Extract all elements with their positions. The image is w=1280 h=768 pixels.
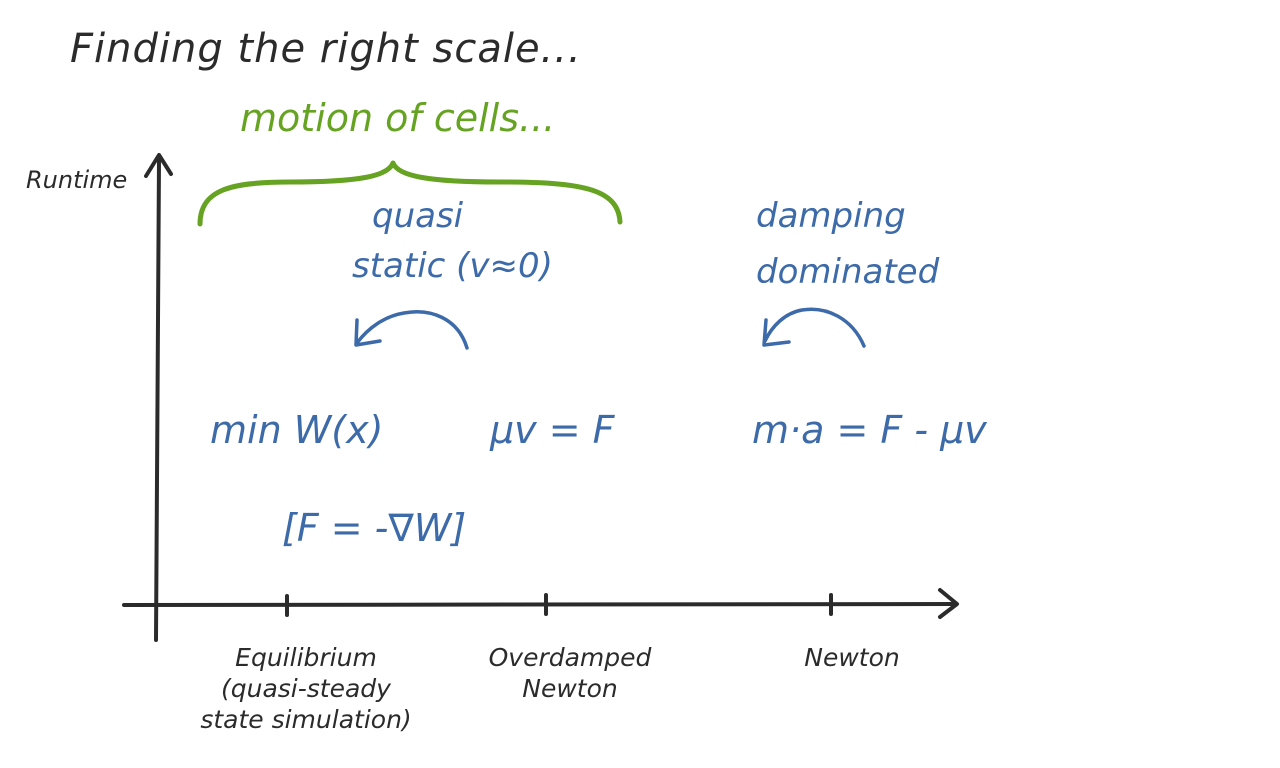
annotation-dominated: dominated bbox=[756, 252, 940, 292]
y-axis bbox=[154, 158, 161, 642]
x-tick-label-line: Overdamped bbox=[488, 643, 652, 672]
equation-force-gradient: [F = -∇W] bbox=[282, 506, 467, 550]
x-tick-label-line: Newton bbox=[522, 674, 618, 703]
x-tick-label-line: (quasi-steady bbox=[221, 674, 391, 703]
equation-min-w: min W(x) bbox=[210, 408, 384, 452]
x-tick-label-line: Equilibrium bbox=[235, 643, 377, 672]
page-title: Finding the right scale... bbox=[70, 26, 582, 72]
arrow-to-overdamped-head bbox=[762, 318, 791, 347]
x-tick-label-overdamped: Overdamped Newton bbox=[470, 642, 670, 704]
equation-overdamped: μv = F bbox=[490, 408, 615, 452]
arrow-to-equilibrium-head bbox=[354, 318, 382, 347]
x-tick-label-newton: Newton bbox=[772, 642, 932, 673]
subtitle: motion of cells... bbox=[240, 96, 556, 140]
y-axis-label: Runtime bbox=[26, 166, 128, 194]
arrow-to-equilibrium bbox=[355, 310, 469, 350]
x-tick-label-line: Newton bbox=[804, 643, 900, 672]
x-axis-arrowhead bbox=[938, 588, 959, 619]
green-brace bbox=[197, 160, 623, 227]
annotation-static: static (v≈0) bbox=[352, 246, 553, 286]
x-axis bbox=[122, 602, 957, 607]
x-tick-label-equilibrium: Equilibrium (quasi-steady state simulati… bbox=[186, 642, 426, 735]
annotation-damping: damping bbox=[756, 196, 906, 236]
equation-newton: m·a = F - μv bbox=[752, 408, 987, 452]
x-tick-label-line: state simulation) bbox=[200, 705, 412, 734]
arrow-to-overdamped bbox=[763, 307, 866, 348]
y-axis-arrowhead bbox=[144, 153, 173, 178]
annotation-quasi: quasi bbox=[372, 196, 464, 236]
